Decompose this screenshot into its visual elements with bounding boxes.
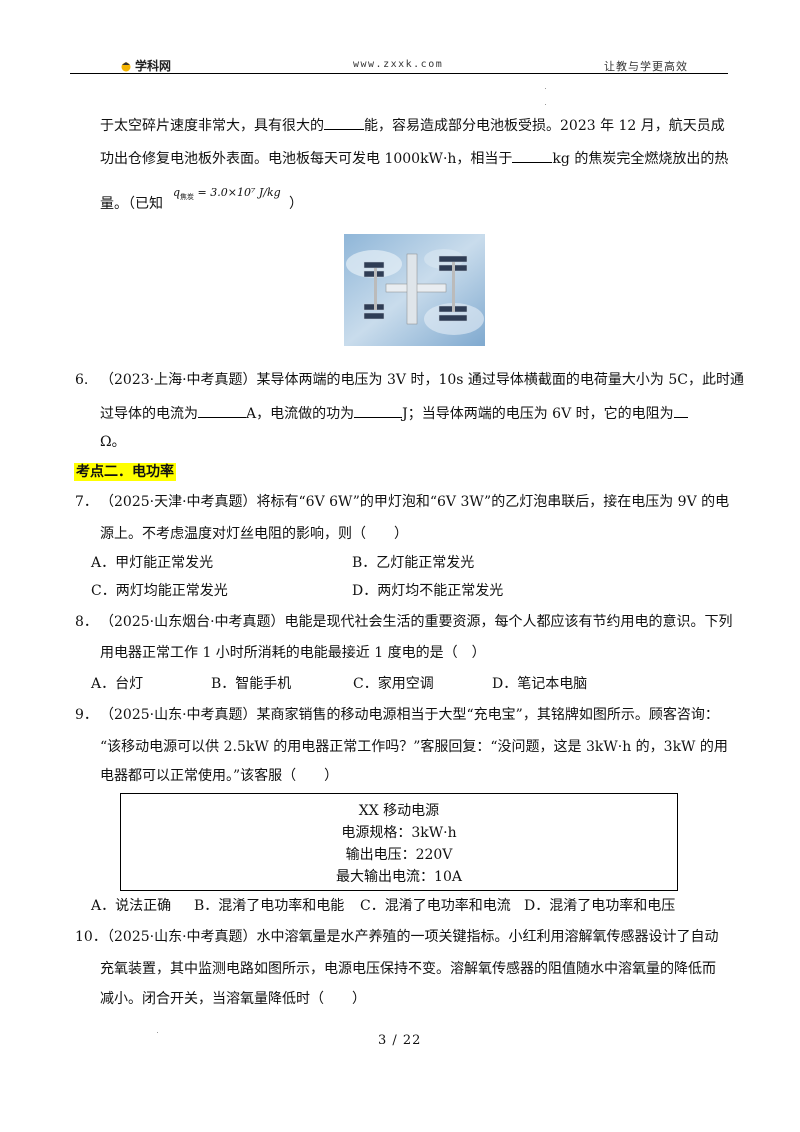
mark-dot xyxy=(157,1032,158,1033)
q8-line-2: 用电器正常工作 1 小时所消耗的电能最接近 1 度电的是（ ） xyxy=(100,645,486,661)
nameplate-title: XX 移动电源 xyxy=(358,803,440,819)
page-number: 3 / 22 xyxy=(378,1033,422,1048)
q7-number: 7． xyxy=(75,494,98,510)
mark-dot xyxy=(545,104,546,105)
answer-blank[interactable] xyxy=(673,405,688,418)
logo-icon xyxy=(121,61,131,71)
q5-line-3: 量。（已知 xyxy=(100,196,163,212)
q6-line-3: Ω。 xyxy=(100,434,126,450)
q10-line-1: （2025·山东·中考真题）水中溶氧量是水产养殖的一项关键指标。小红利用溶解氧传… xyxy=(100,929,719,945)
q9-line-2: “该移动电源可以供 2.5kW 的用电器正常工作吗？”客服回复：“没问题，这是 … xyxy=(100,739,728,755)
q5-line-3-close: ） xyxy=(289,196,303,212)
q9-option-b[interactable]: B．混淆了电功率和电能 xyxy=(194,898,345,914)
answer-blank[interactable] xyxy=(324,117,364,130)
nameplate-capacity: 电源规格：3kW·h xyxy=(341,825,457,841)
logo-text: 学科网 xyxy=(135,59,172,73)
site-slogan: 让教与学更高效 xyxy=(604,60,688,73)
mark-dot xyxy=(545,88,546,89)
q8-option-c[interactable]: C．家用空调 xyxy=(353,676,434,692)
nameplate-voltage: 输出电压：220V xyxy=(345,847,453,863)
q7-option-b[interactable]: B．乙灯能正常发光 xyxy=(352,555,475,571)
q9-option-a[interactable]: A．说法正确 xyxy=(91,898,172,914)
nameplate-current: 最大输出电流：10A xyxy=(336,869,462,885)
space-station-image xyxy=(344,234,485,346)
header-divider xyxy=(70,73,728,74)
q5-line-1: 于太空碎片速度非常大，具有很大的能，容易造成部分电池板受损。2023 年 12 … xyxy=(100,117,725,134)
q8-line-1: （2025·山东烟台·中考真题）电能是现代社会生活的重要资源，每个人都应该有节约… xyxy=(100,614,733,630)
answer-blank[interactable] xyxy=(512,150,553,163)
q6-number: 6. xyxy=(75,372,89,388)
heat-value-formula: q焦炭 = 3.0×10⁷ J/kg xyxy=(173,186,281,202)
q9-option-d[interactable]: D．混淆了电功率和电压 xyxy=(524,898,676,914)
section-heading: 考点二．电功率 xyxy=(74,463,176,481)
q7-line-1: （2025·天津·中考真题）将标有“6V 6W”的甲灯泡和“6V 3W”的乙灯泡… xyxy=(100,494,730,510)
q7-option-d[interactable]: D．两灯均不能正常发光 xyxy=(352,583,504,599)
q9-line-1: （2025·山东·中考真题）某商家销售的移动电源相当于大型“充电宝”，其铭牌如图… xyxy=(100,707,719,723)
q10-number: 10． xyxy=(75,929,107,945)
q10-line-3: 减小。闭合开关，当溶氧量降低时（ ） xyxy=(100,991,366,1007)
q8-option-d[interactable]: D．笔记本电脑 xyxy=(492,676,588,692)
power-bank-nameplate: XX 移动电源 电源规格：3kW·h 输出电压：220V 最大输出电流：10A xyxy=(120,793,678,891)
q7-line-2: 源上。不考虑温度对灯丝电阻的影响，则（ ） xyxy=(100,526,408,542)
q8-option-a[interactable]: A．台灯 xyxy=(91,676,144,692)
site-url: www.zxxk.com xyxy=(353,59,444,70)
q9-option-c[interactable]: C．混淆了电功率和电流 xyxy=(360,898,511,914)
site-logo: 学科网 xyxy=(120,57,171,74)
q8-number: 8． xyxy=(75,614,98,630)
q7-option-a[interactable]: A．甲灯能正常发光 xyxy=(91,555,214,571)
q9-line-3: 电器都可以正常使用。”该客服（ ） xyxy=(100,768,339,784)
q9-number: 9． xyxy=(75,707,98,723)
space-station-icon xyxy=(344,234,485,346)
q6-line-1: （2023·上海·中考真题）某导体两端的电压为 3V 时，10s 通过导体横截面… xyxy=(100,372,744,388)
q10-line-2: 充氧装置，其中监测电路如图所示，电源电压保持不变。溶解氧传感器的阻值随水中溶氧量… xyxy=(100,961,716,977)
q7-option-c[interactable]: C．两灯均能正常发光 xyxy=(91,583,228,599)
answer-blank[interactable] xyxy=(198,405,246,418)
answer-blank[interactable] xyxy=(354,405,403,418)
q8-option-b[interactable]: B．智能手机 xyxy=(211,676,292,692)
